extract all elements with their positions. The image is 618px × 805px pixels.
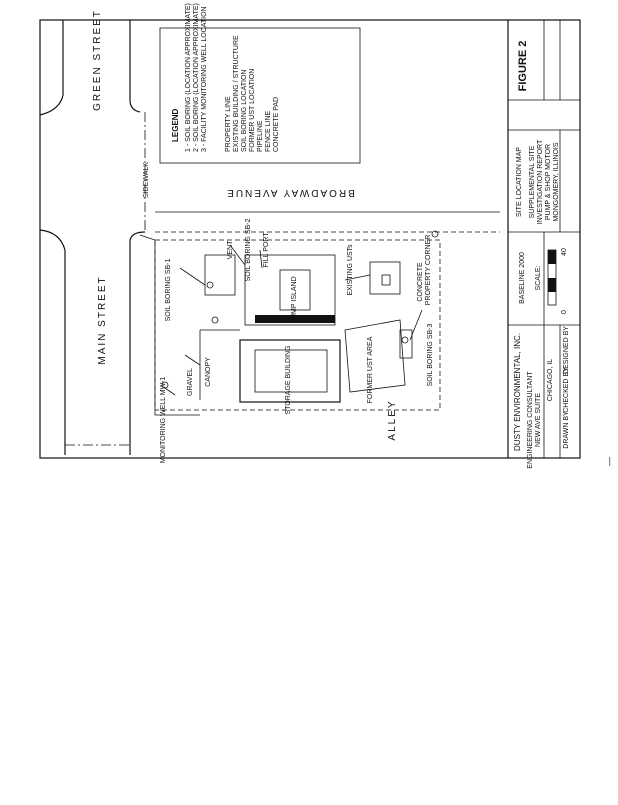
- company-address-2: NEW AVE SUITE: [535, 393, 542, 447]
- label-soil-boring-3: SOIL BORING SB-3: [427, 324, 434, 387]
- label-monitoring-well: MONITORING WELL MW-1: [160, 377, 167, 464]
- legend-box: [159, 27, 361, 164]
- pump-island-area: [244, 254, 336, 326]
- company-address-3: CHICAGO, IL: [547, 359, 554, 402]
- existing-ust-box: [369, 261, 401, 295]
- road-north-curb: [39, 20, 64, 116]
- company-name: DUSTY ENVIRONMENTAL, INC.: [513, 333, 522, 451]
- scale-mark-0: 0: [561, 310, 568, 314]
- figure-number: FIGURE 2: [517, 41, 529, 92]
- project-label: BASELINE 2000: [519, 252, 526, 304]
- figure-title: SITE LOCATION MAP: [516, 147, 523, 217]
- legend-item: SOIL BORING LOCATION: [241, 70, 248, 152]
- legend-item: 1 - SOIL BORING (LOCATION APPROXIMATE): [185, 3, 192, 152]
- former-ust-area: [344, 319, 406, 393]
- label-fill-port: FILL PORT: [263, 232, 270, 268]
- figure-subtitle-3: PUMP & SHOP MOTOR: [545, 144, 552, 220]
- label-concrete: CONCRETE: [417, 262, 424, 302]
- designed-by: DESIGNED BY: [563, 326, 570, 374]
- street-west: MAIN STREET: [97, 275, 108, 364]
- label-pump-island: PUMP ISLAND: [291, 276, 298, 323]
- legend-item: CONCRETE PAD: [273, 97, 280, 152]
- canopy-outline: [204, 254, 236, 296]
- concrete-pad: [255, 315, 335, 323]
- label-former-ust: FORMER UST AREA: [367, 336, 374, 403]
- legend-item: PROPERTY LINE: [225, 96, 232, 152]
- storage-building: [239, 339, 341, 403]
- figure-subtitle-2: INVESTIGATION REPORT: [537, 139, 544, 224]
- drawn-by: DRAWN BY: [563, 411, 570, 449]
- road-west-curb: [39, 229, 66, 455]
- company-address-1: ENGINEERING CONSULTANT: [527, 371, 534, 469]
- legend-item: FENCE LINE: [265, 110, 272, 152]
- soil-boring-1-marker: [206, 281, 214, 289]
- soil-boring-3-marker: [401, 336, 409, 344]
- legend-item: FORMER UST LOCATION: [249, 69, 256, 152]
- legend-title: LEGEND: [171, 108, 180, 142]
- label-existing-ust: EXISTING USTs: [347, 244, 354, 296]
- scale-label: SCALE:: [535, 265, 542, 290]
- figure-subtitle-1: SUPPLEMENTAL SITE: [529, 145, 536, 218]
- label-soil-boring-2: SOIL BORING SB-2: [245, 219, 252, 282]
- label-storage-building: STORAGE BUILDING: [285, 345, 292, 414]
- scale-mark-40: 40: [561, 248, 568, 256]
- figure-subtitle-4: MONGOMERY, ILLINOIS: [553, 142, 560, 221]
- checked-by: CHECKED BY: [563, 367, 570, 413]
- soil-boring-2-marker: [211, 316, 219, 324]
- north-arrow-icon: —: [604, 457, 614, 466]
- street-east: ALLEY: [387, 399, 398, 440]
- label-gravel: GRAVEL: [187, 368, 194, 396]
- legend-item: 3 - FACILITY MONITORING WELL LOCATION: [201, 6, 208, 152]
- street-corner: GREEN STREET: [92, 9, 103, 111]
- label-property-corner: PROPERTY CORNER: [425, 235, 432, 306]
- label-soil-boring-1: SOIL BORING SB-1: [165, 259, 172, 322]
- label-canopy: CANOPY: [205, 357, 212, 387]
- label-vent: VENT: [227, 240, 234, 259]
- label-sidewalk: SIDEWALK: [143, 162, 150, 198]
- legend-item: EXISTING BUILDING / STRUCTURE: [233, 35, 240, 152]
- legend-item: PIPELINE: [257, 120, 264, 152]
- drawing-border: [39, 19, 581, 459]
- street-north: BROADWAY AVENUE: [225, 187, 355, 198]
- legend-item: 2 - SOIL BORING (LOCATION APPROXIMATE): [193, 3, 200, 152]
